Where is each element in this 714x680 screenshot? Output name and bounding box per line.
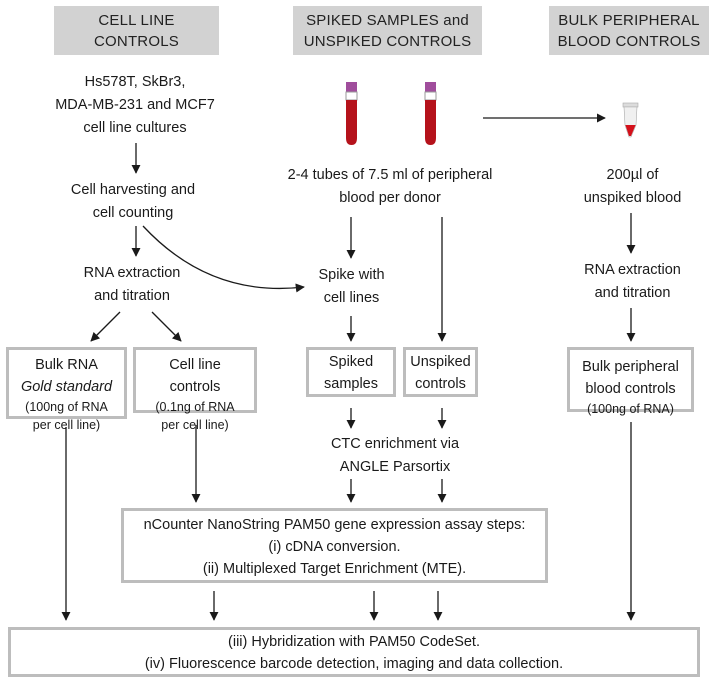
cell-line-controls-note2: per cell line) xyxy=(161,418,229,432)
blood-tube-icon xyxy=(345,82,358,145)
bulk-rna-note2: per cell line) xyxy=(32,418,101,432)
cultures-line1: Hs578T, SkBr3, xyxy=(84,74,186,90)
bulk-rna-title: Bulk RNA xyxy=(35,357,98,373)
spiked-samples-title1: Spiked xyxy=(328,354,374,370)
ncounter-line1: nCounter NanoString PAM50 gene expressio… xyxy=(143,517,526,533)
header-cell-line-line1: CELL LINE xyxy=(98,11,175,29)
right-rna-line1: RNA extraction xyxy=(584,262,681,278)
spiked-samples-title2: samples xyxy=(324,376,378,392)
cell-line-controls-note1: (0.1ng of RNA xyxy=(155,400,235,414)
left-rna-extraction-text: RNA extraction and titration xyxy=(62,262,202,308)
cell-line-controls-title2: controls xyxy=(169,379,221,395)
hybridization-box: (iii) Hybridization with PAM50 CodeSet. … xyxy=(8,627,700,677)
cell-line-cultures-text: Hs578T, SkBr3, MDA-MB-231 and MCF7 cell … xyxy=(55,71,215,140)
unspiked-controls-title2: controls xyxy=(415,376,466,392)
tubes-line2: blood per donor xyxy=(339,190,441,206)
unspiked-controls-title1: Unspiked xyxy=(410,354,471,370)
unspiked-blood-text: 200µl of unspiked blood xyxy=(570,164,695,210)
header-bulk-peripheral: BULK PERIPHERAL BLOOD CONTROLS xyxy=(549,6,709,55)
blood-tube-icon xyxy=(424,82,437,145)
right-rna-line2: and titration xyxy=(594,285,671,301)
header-spiked-line2: UNSPIKED CONTROLS xyxy=(303,32,472,50)
ncounter-line2: (i) cDNA conversion. xyxy=(268,539,401,555)
header-spiked-line1: SPIKED SAMPLES and xyxy=(306,11,469,29)
ncounter-assay-box: nCounter NanoString PAM50 gene expressio… xyxy=(121,508,548,583)
spike-line1: Spike with xyxy=(318,267,385,283)
left-rna-line2: and titration xyxy=(94,288,170,304)
harvest-line2: cell counting xyxy=(92,205,174,221)
harvest-line1: Cell harvesting and xyxy=(70,182,196,198)
tubes-line1: 2-4 tubes of 7.5 ml of peripheral xyxy=(287,167,493,183)
bulk-peripheral-box: Bulk peripheral blood controls (100ng of… xyxy=(567,347,694,416)
bulk-peripheral-note: (100ng of RNA) xyxy=(587,402,674,416)
bulk-peripheral-title2: blood controls xyxy=(585,381,676,397)
cell-line-controls-title1: Cell line xyxy=(169,357,221,373)
left-rna-line1: RNA extraction xyxy=(83,265,181,281)
spike-line2: cell lines xyxy=(323,290,380,306)
cultures-line2: MDA-MB-231 and MCF7 xyxy=(55,97,215,113)
ctc-enrichment-text: CTC enrichment via ANGLE Parsortix xyxy=(310,433,480,479)
ctc-line1: CTC enrichment via xyxy=(330,436,460,452)
bulk-peripheral-title1: Bulk peripheral xyxy=(582,359,679,375)
blood-tubes-text: 2-4 tubes of 7.5 ml of peripheral blood … xyxy=(275,164,505,210)
ctc-line2: ANGLE Parsortix xyxy=(339,459,451,475)
cell-harvesting-text: Cell harvesting and cell counting xyxy=(58,179,208,225)
blood-line2: unspiked blood xyxy=(583,190,682,206)
blood-line1: 200µl of xyxy=(606,167,659,183)
bulk-rna-subtitle: Gold standard xyxy=(20,379,113,395)
spike-with-cell-lines-text: Spike with cell lines xyxy=(304,264,399,310)
cell-line-controls-box: Cell line controls (0.1ng of RNA per cel… xyxy=(133,347,257,432)
ncounter-line3: (ii) Multiplexed Target Enrichment (MTE)… xyxy=(202,561,467,577)
unspiked-controls-box: Unspiked controls xyxy=(403,347,478,397)
header-bulk-line1: BULK PERIPHERAL xyxy=(558,11,700,29)
header-cell-line-line2: CONTROLS xyxy=(94,32,179,50)
header-spiked-unspiked: SPIKED SAMPLES and UNSPIKED CONTROLS xyxy=(293,6,482,55)
header-bulk-line2: BLOOD CONTROLS xyxy=(557,32,701,50)
spiked-samples-box: Spiked samples xyxy=(306,347,396,397)
hybridization-line1: (iii) Hybridization with PAM50 CodeSet. xyxy=(228,634,480,650)
bulk-rna-box: Bulk RNA Gold standard (100ng of RNA per… xyxy=(6,347,127,432)
bulk-rna-note1: (100ng of RNA xyxy=(25,400,108,414)
hybridization-line2: (iv) Fluorescence barcode detection, ima… xyxy=(144,656,564,672)
right-rna-extraction-text: RNA extraction and titration xyxy=(565,259,700,305)
header-cell-line-controls: CELL LINE CONTROLS xyxy=(54,6,219,55)
eppendorf-tube-icon xyxy=(622,102,639,138)
cultures-line3: cell line cultures xyxy=(83,120,187,136)
